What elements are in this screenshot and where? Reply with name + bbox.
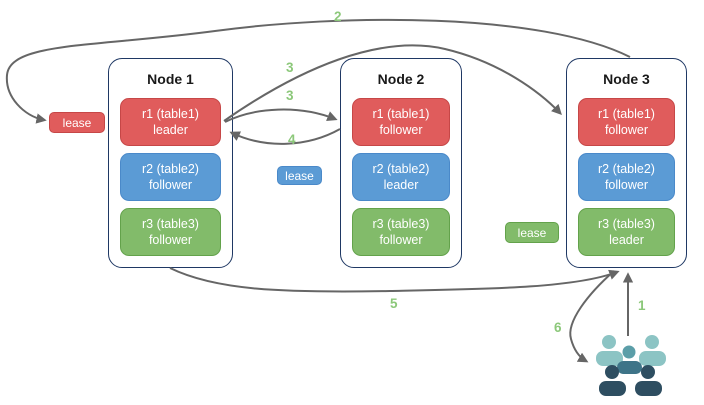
node-1: Node 1 r1 (table1) leader r2 (table2) fo…: [108, 58, 233, 268]
node-2-replica-r3: r3 (table3) follower: [352, 208, 450, 256]
node-1-replica-r3: r3 (table3) follower: [120, 208, 221, 256]
node-2: Node 2 r1 (table1) follower r2 (table2) …: [340, 58, 462, 268]
step-label-1: 1: [638, 298, 646, 313]
step-label-3a: 3: [286, 60, 294, 75]
users-icon: [596, 335, 666, 396]
arrow-step5-node1-to-node3: [169, 267, 620, 293]
step-label-5: 5: [390, 296, 398, 311]
replica-name: r2 (table2): [598, 161, 655, 176]
replica-name: r3 (table3): [372, 216, 430, 231]
arrow-step4-node2r1-to-node1r1: [229, 128, 341, 145]
replica-role: leader: [383, 178, 419, 192]
step-label-3b: 3: [286, 88, 294, 103]
replica-name: r3 (table3): [142, 216, 199, 231]
node-2-title: Node 2: [377, 71, 425, 87]
lease-tag-table2: lease: [277, 166, 322, 185]
replica-name: r2 (table2): [142, 161, 199, 176]
node-3-replica-r2: r2 (table2) follower: [578, 153, 675, 201]
replica-role: follower: [604, 123, 649, 137]
replica-name: r3 (table3): [598, 216, 655, 231]
node-2-replica-r2: r2 (table2) leader: [352, 153, 450, 201]
node-3-title: Node 3: [603, 71, 650, 87]
node-1-title: Node 1: [147, 71, 194, 87]
replica-name: r1 (table1): [598, 106, 655, 121]
node-3: Node 3 r1 (table1) follower r2 (table2) …: [566, 58, 687, 268]
replica-role: follower: [148, 178, 193, 192]
replica-role: leader: [153, 123, 188, 137]
step-label-4: 4: [288, 132, 296, 147]
replica-name: r1 (table1): [372, 106, 430, 121]
arrow-step3-node1r1-to-node2r1: [224, 108, 338, 123]
replica-role: leader: [609, 233, 644, 247]
lease-tag-table3: lease: [505, 222, 559, 243]
replica-role: follower: [604, 178, 649, 192]
replica-name: r2 (table2): [372, 161, 430, 176]
replica-role: follower: [379, 233, 423, 247]
step-label-2: 2: [334, 9, 342, 24]
replica-role: follower: [379, 123, 423, 137]
node-3-replica-r3: r3 (table3) leader: [578, 208, 675, 256]
node-3-replica-r1: r1 (table1) follower: [578, 98, 675, 146]
arrow-step2-node3-to-lease1: [5, 18, 631, 124]
node-1-replica-r1: r1 (table1) leader: [120, 98, 221, 146]
replica-name: r1 (table1): [142, 106, 199, 121]
node-1-replica-r2: r2 (table2) follower: [120, 153, 221, 201]
lease-tag-table1: lease: [49, 112, 105, 133]
step-label-6: 6: [554, 320, 562, 335]
replica-role: follower: [148, 233, 193, 247]
node-2-replica-r1: r1 (table1) follower: [352, 98, 450, 146]
